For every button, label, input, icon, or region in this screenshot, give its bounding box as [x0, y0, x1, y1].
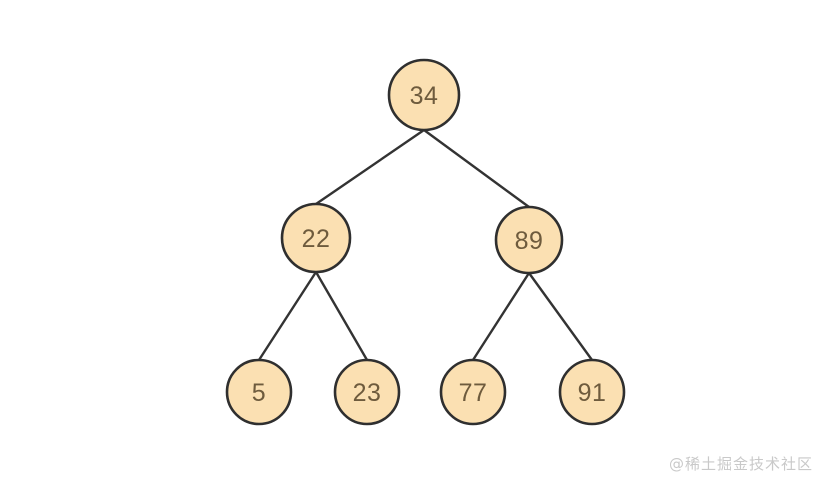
tree-edge-34-89 [422, 128, 531, 209]
tree-node-22-circle[interactable] [280, 202, 352, 274]
tree-edge-34-22 [314, 128, 426, 206]
tree-node-23[interactable]: 23 [333, 358, 401, 426]
tree-node-34-circle[interactable] [387, 58, 461, 132]
tree-edge-89-91 [527, 271, 594, 362]
tree-node-5-label: 5 [252, 379, 266, 407]
tree-node-91-label: 91 [578, 379, 607, 407]
tree-node-77-circle[interactable] [439, 358, 507, 426]
watermark-label: @稀土掘金技术社区 [668, 455, 813, 473]
tree-node-22-label: 22 [302, 225, 331, 253]
tree-edge-22-5 [257, 270, 318, 362]
tree-node-89[interactable]: 89 [494, 205, 564, 275]
tree-node-23-circle[interactable] [333, 358, 401, 426]
tree-edges-layer [257, 128, 594, 362]
tree-node-34[interactable]: 34 [387, 58, 461, 132]
tree-node-91[interactable]: 91 [558, 358, 626, 426]
tree-nodes-layer: 34 22 89 5 23 77 91 [225, 58, 626, 426]
tree-node-89-label: 89 [515, 227, 544, 255]
tree-node-77-label: 77 [459, 379, 488, 407]
tree-edge-89-77 [471, 271, 531, 362]
tree-node-23-label: 23 [353, 379, 382, 407]
tree-edge-22-23 [314, 270, 369, 362]
tree-node-91-circle[interactable] [558, 358, 626, 426]
tree-node-22[interactable]: 22 [280, 202, 352, 274]
tree-node-5-circle[interactable] [225, 358, 293, 426]
tree-node-89-circle[interactable] [494, 205, 564, 275]
tree-node-5[interactable]: 5 [225, 358, 293, 426]
tree-node-34-label: 34 [410, 82, 439, 110]
tree-node-77[interactable]: 77 [439, 358, 507, 426]
